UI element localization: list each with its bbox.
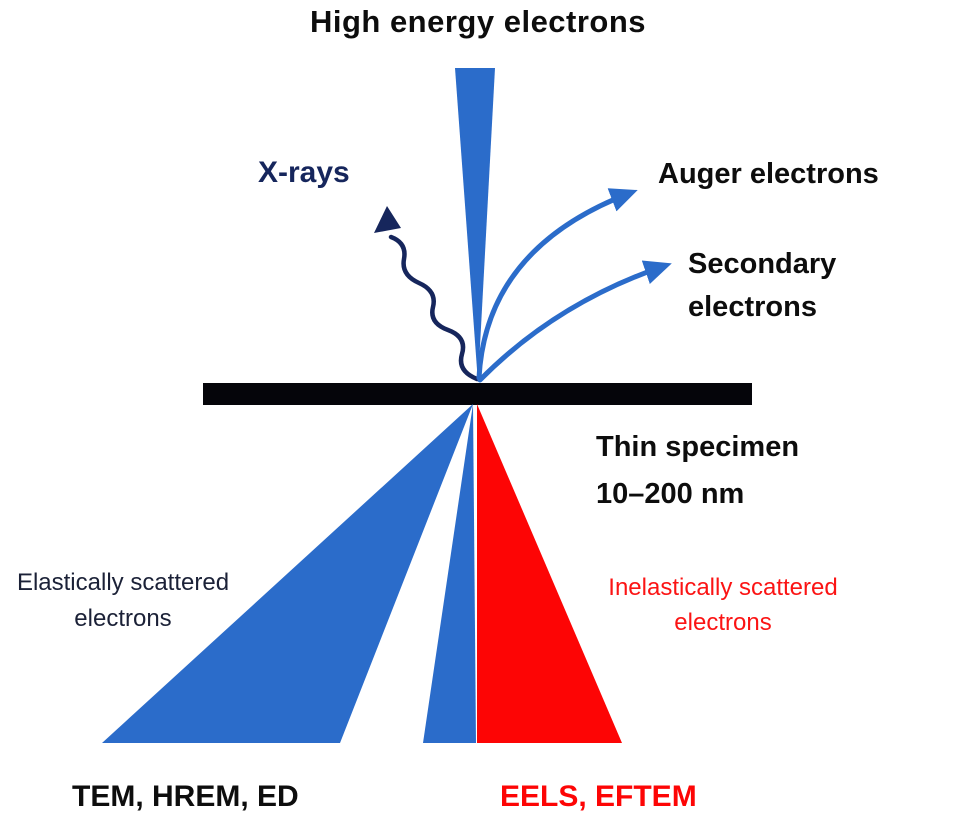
secondary-arrow (477, 260, 672, 383)
label-auger-electrons: Auger electrons (658, 158, 879, 190)
label-elastic-line1: Elastically scattered (16, 569, 230, 596)
label-secondary-line1: Secondary (688, 248, 837, 280)
label-thin-specimen-line1: Thin specimen (596, 431, 800, 463)
label-inelastic-line1: Inelastically scattered (608, 574, 838, 601)
xray-wavy-arrow (388, 234, 480, 382)
label-eels-eftem: EELS, EFTEM (500, 780, 697, 813)
label-tem-hrem-ed: TEM, HREM, ED (72, 780, 299, 813)
title-high-energy-electrons: High energy electrons (309, 4, 647, 39)
incident-beam-cone (455, 68, 495, 383)
label-thin-specimen: Thin specimen 10–200 nm (596, 424, 799, 518)
xray-arrowhead-icon (374, 206, 401, 233)
auger-arrow (476, 188, 638, 381)
label-inelastically-scattered: Inelastically scattered electrons (608, 570, 837, 640)
label-secondary-line2: electrons (688, 291, 817, 323)
elastic-scatter-cone (102, 404, 473, 743)
label-secondary-electrons: Secondary electrons (688, 243, 836, 329)
inelastic-scatter-cone (477, 404, 622, 743)
label-thin-specimen-line2: 10–200 nm (596, 478, 745, 510)
label-inelastic-line2: electrons (674, 609, 772, 636)
label-elastically-scattered: Elastically scattered electrons (17, 565, 229, 637)
label-elastic-line2: electrons (74, 605, 172, 632)
thin-specimen-bar (203, 383, 752, 405)
direct-beam-sliver (423, 404, 476, 743)
label-xrays: X-rays (258, 156, 350, 189)
